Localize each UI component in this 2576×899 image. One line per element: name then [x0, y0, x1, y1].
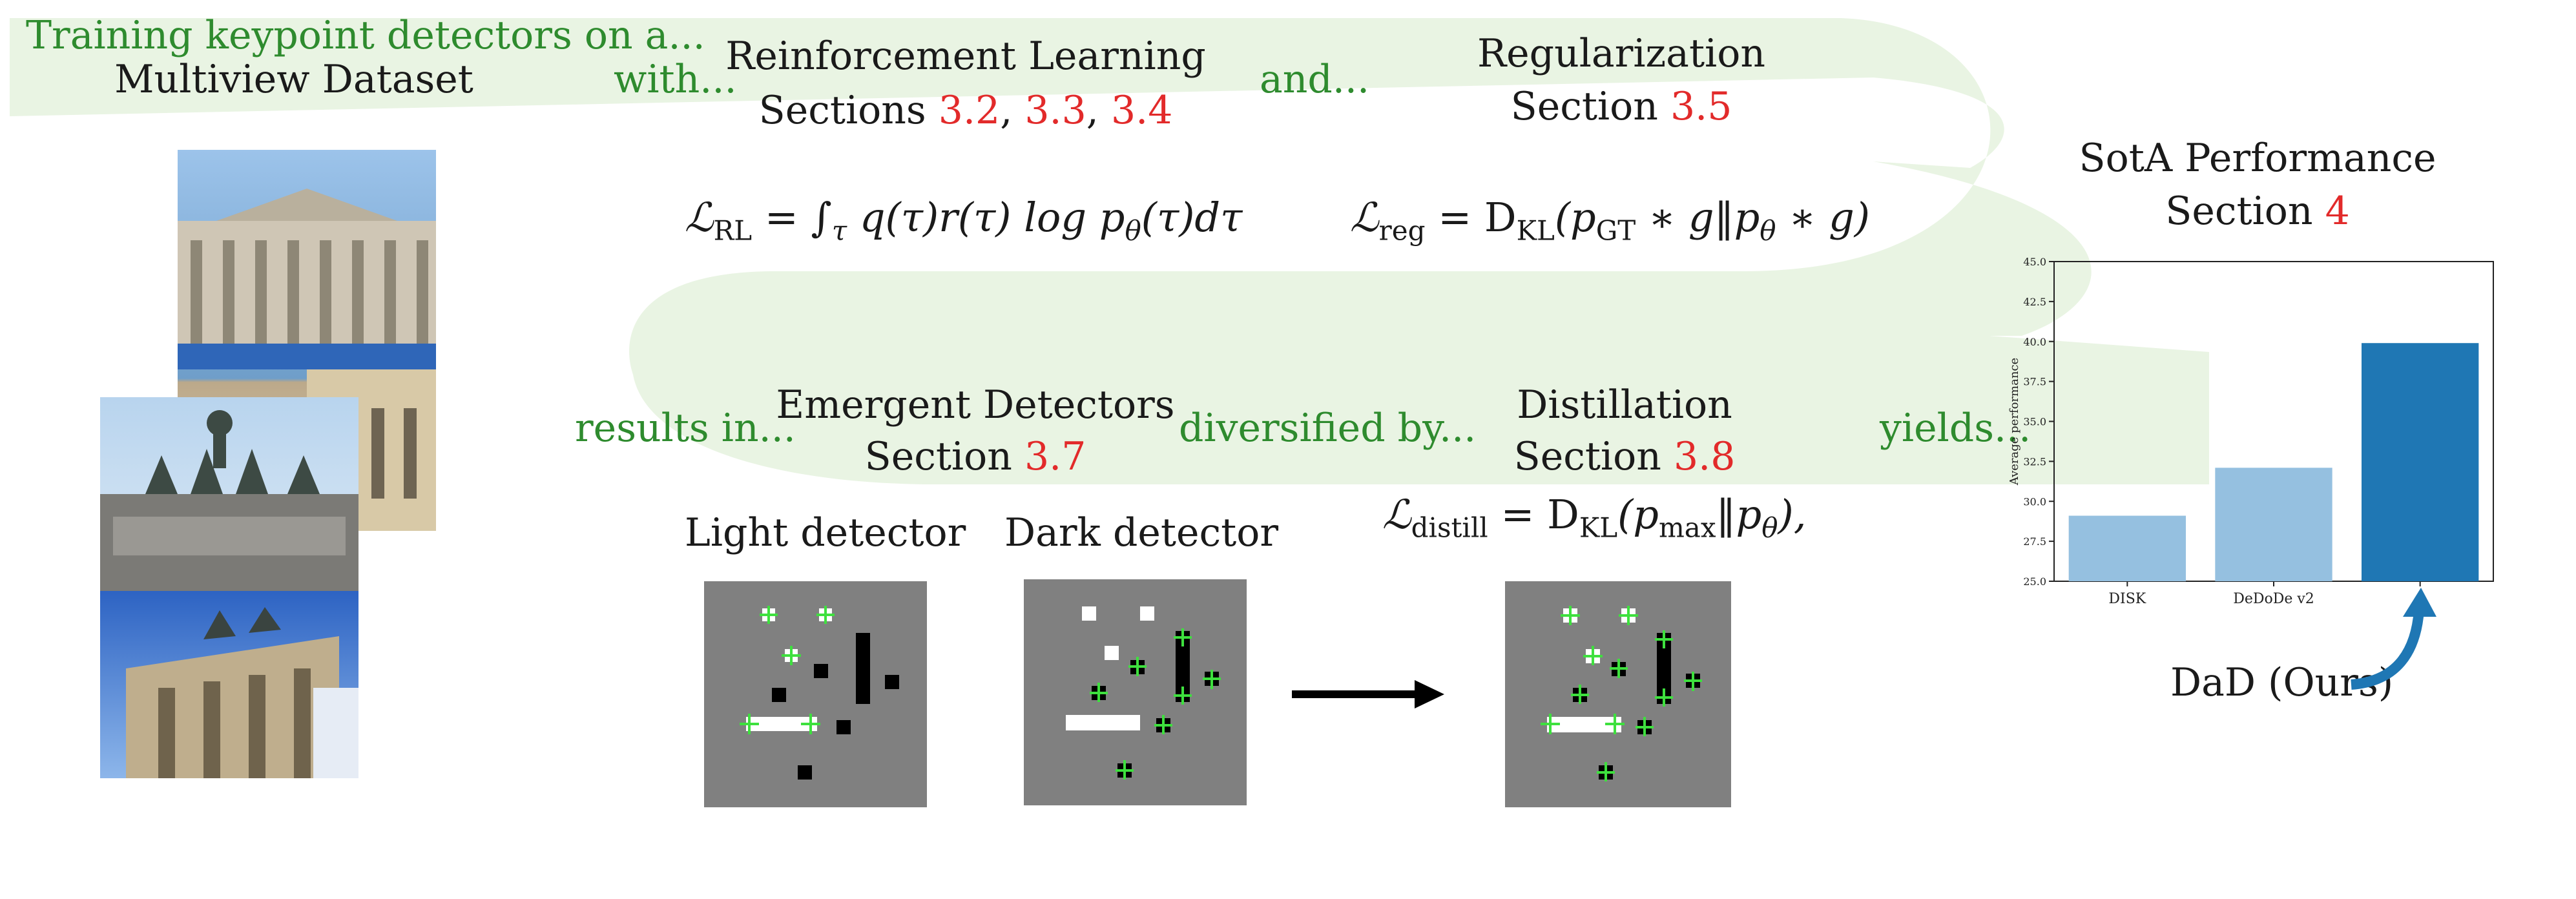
reg-loss-body-3: ∗ g) [1776, 194, 1870, 241]
dark-detector-pattern [1066, 606, 1221, 780]
distill-theta-subscript: θ [1761, 512, 1778, 544]
y-tick-label: 25.0 [2023, 575, 2046, 588]
y-axis-label: Average performance [2008, 358, 2021, 486]
y-tick-label: 32.5 [2023, 455, 2046, 468]
connector-results-in: results in... [575, 406, 796, 451]
distilled-detector-panel [1505, 581, 1731, 807]
rl-section-ref-3: 3.4 [1110, 88, 1173, 133]
y-tick-label: 35.0 [2023, 416, 2046, 428]
y-tick-label: 40.0 [2023, 336, 2046, 348]
gate-illustration [126, 607, 358, 778]
distill-arrow [1292, 680, 1444, 708]
rl-loss-subscript: RL [713, 214, 753, 247]
connector-diversified-by: diversified by... [1179, 406, 1477, 451]
rl-sections-prefix: Sections [758, 88, 939, 133]
multiview-dataset-label: Multiview Dataset [114, 57, 473, 102]
sota-section-prefix: Section [2165, 189, 2325, 234]
distilled-detector-pattern [1541, 606, 1702, 781]
reg-section-prefix: Section [1510, 84, 1670, 129]
bar-dad [2362, 343, 2479, 581]
distill-loss-formula: ℒdistill = DKL(pmax‖pθ), [1382, 491, 1806, 543]
distill-loss-subscript: distill [1411, 512, 1488, 544]
distill-section: Section 3.8 [1514, 434, 1736, 479]
reg-theta-subscript: θ [1760, 214, 1776, 247]
basilica-illustration [178, 189, 436, 531]
rl-sep-1: , [1000, 88, 1025, 133]
reg-section-ref: 3.5 [1670, 84, 1732, 129]
connector-yields: yields... [1880, 406, 2031, 451]
connector-with: with... [614, 57, 737, 102]
reg-loss-body-2: ∗ g‖p [1636, 194, 1760, 241]
light-detector-label: Light detector [685, 510, 966, 555]
distill-kl-subscript: KL [1579, 512, 1618, 544]
y-tick-label: 37.5 [2023, 376, 2046, 388]
emergent-section-prefix: Section [864, 434, 1024, 479]
rl-sections: Sections 3.2, 3.3, 3.4 [759, 88, 1173, 133]
reg-loss-formula: ℒreg = DKL(pGT ∗ g‖pθ ∗ g) [1350, 194, 1870, 246]
dad-pointer-arrow [2351, 588, 2436, 690]
rl-loss-integral: = ∫ [764, 194, 832, 241]
y-tick-label: 30.0 [2023, 495, 2046, 508]
reg-loss-subscript: reg [1378, 214, 1426, 247]
reg-kl-subscript: KL [1516, 214, 1555, 247]
quadriga-illustration [100, 410, 358, 591]
distill-loss-body-2: ‖p [1716, 491, 1762, 538]
rl-integral-subscript: τ [831, 214, 847, 247]
x-tick-label: DeDoDe v2 [2233, 591, 2314, 607]
distill-loss-body-3: ), [1778, 491, 1807, 538]
rl-section-ref-1: 3.2 [938, 88, 1001, 133]
distill-loss-body-1: (p [1617, 491, 1659, 538]
reg-gt-subscript: GT [1595, 214, 1636, 247]
photo-brandenburg-gate [100, 591, 358, 778]
intro-training-text: Training keypoint detectors on a... [26, 13, 705, 58]
y-tick-label: 27.5 [2023, 535, 2046, 548]
light-detector-pattern [740, 606, 899, 780]
dad-arrow-shaft [2351, 610, 2424, 690]
distill-max-subscript: max [1658, 512, 1716, 544]
rl-loss-formula: ℒRL = ∫τ q(τ)r(τ) log pθ(τ)dτ [685, 194, 1242, 246]
rl-theta-subscript: θ [1125, 214, 1141, 247]
photo-brandenburg-top [100, 397, 358, 591]
dark-detector-label: Dark detector [1004, 510, 1279, 555]
distill-loss-symbol: ℒ [1382, 491, 1411, 538]
bar-disk [2068, 515, 2186, 581]
performance-bar-chart: 25.0 27.5 30.0 32.5 35.0 37.5 40.0 42.5 45.0Aver… [2008, 256, 2494, 607]
light-detector-panel [704, 581, 927, 807]
flow-arrow-band [10, 18, 2209, 484]
rl-loss-end: (τ)dτ [1141, 194, 1243, 241]
connector-and: and... [1260, 57, 1370, 102]
emergent-section-ref: 3.7 [1024, 434, 1086, 479]
distill-section-ref: 3.8 [1673, 434, 1736, 479]
dad-arrow-head [2403, 588, 2436, 617]
rl-loss-body: q(τ)r(τ) log p [847, 194, 1125, 241]
sota-section-ref: 4 [2325, 189, 2350, 234]
reg-loss-body-1: (p [1554, 194, 1596, 241]
rl-loss-symbol: ℒ [685, 194, 714, 241]
emergent-section: Section 3.7 [865, 434, 1086, 479]
y-tick-label: 42.5 [2023, 296, 2046, 308]
rl-title: Reinforcement Learning [725, 34, 1206, 79]
emergent-title: Emergent Detectors [776, 382, 1175, 428]
sota-section: Section 4 [2165, 189, 2350, 234]
distill-loss-divergence: = D [1501, 491, 1579, 538]
x-tick-label: DISK [2108, 591, 2146, 607]
reg-loss-divergence: = D [1438, 194, 1517, 241]
distill-title: Distillation [1517, 382, 1732, 428]
distill-section-prefix: Section [1513, 434, 1674, 479]
dark-detector-panel [1024, 579, 1247, 805]
rl-section-ref-2: 3.3 [1024, 88, 1086, 133]
reg-loss-symbol: ℒ [1350, 194, 1379, 241]
reg-title: Regularization [1477, 31, 1766, 76]
sota-title: SotA Performance [2079, 136, 2436, 181]
reg-section: Section 3.5 [1511, 84, 1732, 129]
rl-sep-2: , [1086, 88, 1111, 133]
bar-dedode-v2 [2215, 468, 2332, 581]
y-tick-label: 45.0 [2023, 256, 2046, 268]
